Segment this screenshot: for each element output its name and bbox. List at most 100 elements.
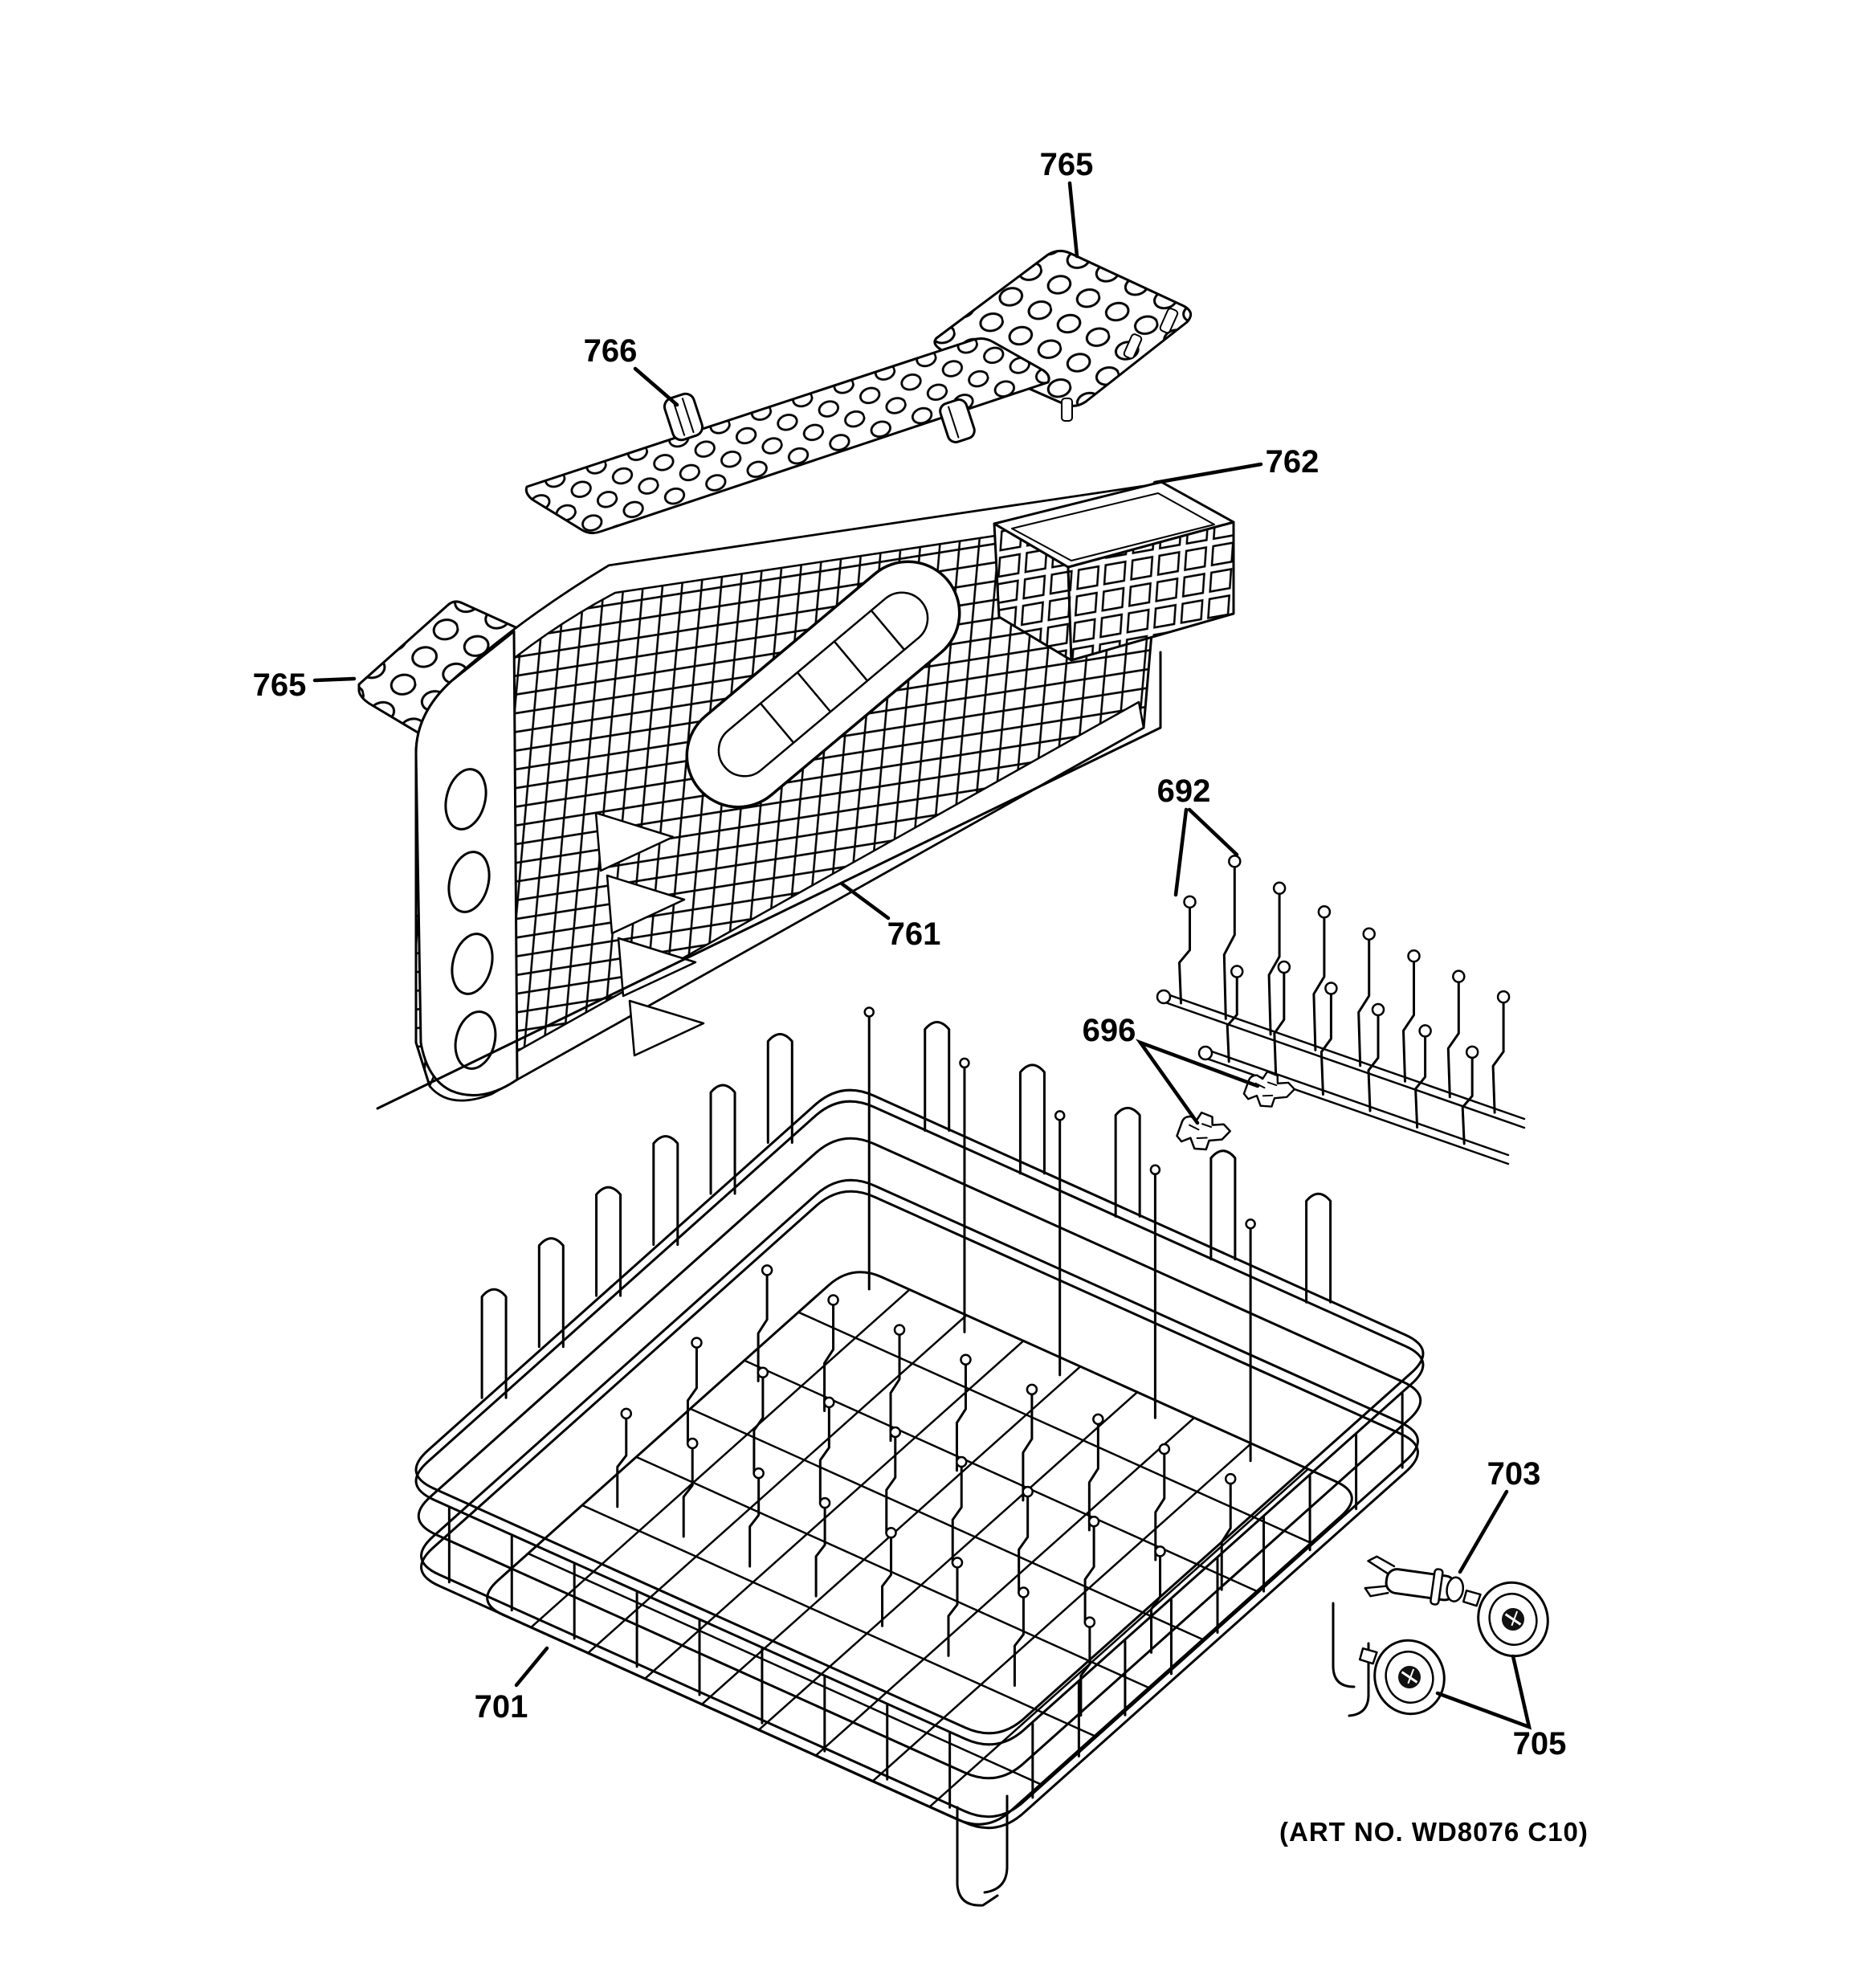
rack-loop [1305,1192,1332,1304]
rack-side-posts [447,1392,1404,1809]
stud-fork [1364,1555,1396,1598]
rack-rims [414,1088,1425,1830]
foot-hole [447,851,491,913]
rack-tine [1022,1393,1034,1502]
tine-wire [1402,959,1415,1083]
rack-loop [1209,1149,1237,1261]
rack-tine [1079,1626,1091,1717]
tine-ball [1083,1616,1096,1628]
tine-ball [889,1426,902,1439]
handle-slat [871,610,904,650]
rack-tine [1013,1596,1025,1688]
tine-ball [1362,927,1376,941]
tine-ball [1277,960,1291,974]
rack-loop [709,1084,736,1195]
tine-ball [1154,1545,1166,1557]
rack-tine [818,1406,830,1505]
callout-692: 692 [1157,774,1211,809]
rack-loop [595,1186,622,1297]
tine-clips-696 [1172,1065,1299,1156]
tine-wire [1273,970,1286,1080]
tine-ball [955,1455,968,1468]
tine-rail [1161,1000,1526,1129]
rack-grid-line [689,1407,1204,1641]
tine-ball [1224,1472,1237,1485]
tine-ball [1054,1110,1066,1121]
tine-ball [1149,1164,1161,1176]
tine-ball [863,1006,875,1018]
callout-761: 761 [887,916,941,952]
rack-rim [414,1088,1425,1735]
tine-wire [1178,905,1191,1005]
rack-hook [1332,1602,1356,1688]
tine-ball [1245,1218,1256,1230]
callout-765-top: 765 [1040,147,1094,182]
knob-line [948,406,960,439]
tine-ball [1407,949,1421,963]
upper-cover-plate-765 [933,249,1193,422]
leader-765-top [1067,181,1079,259]
rack-hook [1348,1642,1370,1717]
rack-rim [420,1190,1419,1830]
leader-696 [1135,1039,1260,1125]
callout-leaders [312,181,1532,1730]
roller-wheel [1458,1567,1559,1669]
rack-tine [885,1435,897,1535]
rack-hook [956,1806,999,1907]
tine-ball [823,1396,835,1409]
tine-wire [1267,892,1281,1036]
lower-rack-701 [414,1006,1425,1907]
tine-ball [1317,905,1332,919]
stud-flange [1430,1568,1444,1606]
knob-line [672,400,686,436]
rack-grid-line [527,1552,1042,1786]
callout-762: 762 [1266,444,1319,480]
tine-ball [1022,1485,1034,1498]
foot-hole [451,933,494,995]
leader-766 [633,366,679,407]
tine-ball [1018,1586,1030,1598]
tine-ball [1371,1002,1385,1017]
tine-wire [1319,991,1332,1096]
rack-tine [889,1333,901,1443]
leader-701 [514,1646,549,1688]
tine-ball [1465,1045,1479,1059]
rack-tine [823,1303,835,1412]
rack-back-tines [863,1006,1256,1463]
tine-ball [1496,990,1511,1004]
rack-rim [417,1137,1422,1780]
basket-handle [685,560,961,809]
tine-wire [1222,864,1236,1020]
rack-tine [753,1376,765,1476]
tine-wires [1178,855,1511,1145]
insert-rim [993,480,1235,569]
rack-tine [1220,1482,1232,1591]
tine-ball [1230,965,1244,978]
rack-tine [1154,1452,1166,1561]
leader-692 [1173,807,1239,897]
tine-wire [1357,937,1371,1067]
tine-ball [1092,1413,1104,1426]
roller-axle-stud-703 [1364,1555,1465,1606]
rack-loop [537,1237,565,1349]
tine-ball [1418,1024,1432,1038]
foot-hole [454,1010,497,1070]
lid-knob [663,392,704,442]
rack-tine [947,1565,959,1657]
rack-grid-line [814,1416,1196,1757]
rack-loop [652,1135,679,1247]
rack-loop [1018,1063,1046,1175]
leader-761 [839,881,891,921]
rack-tine [1083,1525,1095,1624]
tine-ball [691,1337,703,1349]
rack-loop [924,1020,951,1132]
assembly-bracket [376,651,1162,1110]
handle-slat [797,672,831,712]
rack-tine [951,1465,963,1565]
handle-slat [761,703,794,743]
tine-wire [1461,1055,1474,1145]
rack-tine [1150,1554,1162,1654]
tine-ball [1026,1383,1038,1396]
rack-rim [420,1178,1419,1819]
tine-ball [1183,895,1197,909]
